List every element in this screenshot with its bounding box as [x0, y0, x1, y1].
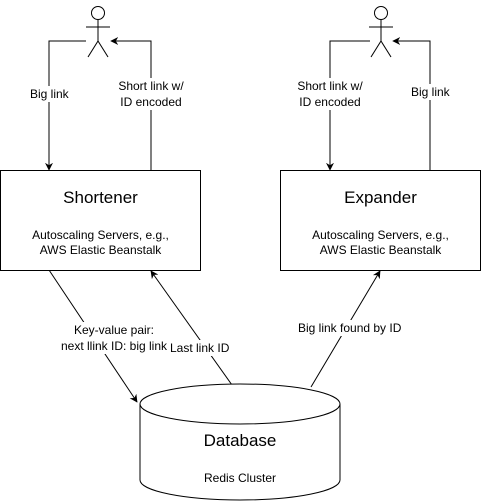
user-left-icon [86, 6, 110, 58]
expander-title: Expander [344, 188, 417, 207]
user-right-icon [369, 6, 393, 58]
shortener-subtitle-line2: AWS Elastic Beanstalk [39, 243, 162, 257]
short-link-right-label: Short link w/ ID encoded [292, 78, 368, 110]
key-value-label: Key-value pair: next llink ID: big link [54, 322, 174, 354]
expander-box: Expander Autoscaling Servers, e.g., AWS … [280, 170, 481, 271]
key-value-line2: next llink ID: big link [60, 339, 168, 353]
short-link-arrow-left [110, 37, 152, 170]
big-link-arrow-right [392, 37, 431, 170]
last-link-id-label: Last link ID [170, 340, 230, 356]
last-link-id-arrow [150, 270, 233, 386]
database-title: Database [203, 431, 277, 450]
shortener-title: Shortener [63, 188, 138, 207]
expander-subtitle-line1: Autoscaling Servers, e.g., [312, 228, 449, 242]
key-value-line1: Key-value pair: [73, 323, 155, 337]
database-cylinder-icon [139, 383, 341, 501]
database-subtitle: Redis Cluster [203, 471, 277, 485]
short-link-left-line1: Short link w/ [118, 79, 184, 93]
short-link-arrow-right [326, 40, 370, 171]
big-link-left-label: Big link [30, 86, 69, 102]
short-link-left-line2: ID encoded [120, 95, 182, 109]
big-link-right-label: Big link [411, 84, 450, 100]
shortener-box: Shortener Autoscaling Servers, e.g., AWS… [0, 170, 201, 271]
expander-subtitle-line2: AWS Elastic Beanstalk [319, 243, 442, 257]
short-link-right-line1: Short link w/ [297, 79, 363, 93]
big-link-found-label: Big link found by ID [298, 320, 402, 336]
short-link-right-line2: ID encoded [299, 95, 361, 109]
shortener-subtitle-line1: Autoscaling Servers, e.g., [32, 228, 169, 242]
short-link-left-label: Short link w/ ID encoded [113, 78, 189, 110]
big-link-arrow-left [45, 40, 86, 171]
